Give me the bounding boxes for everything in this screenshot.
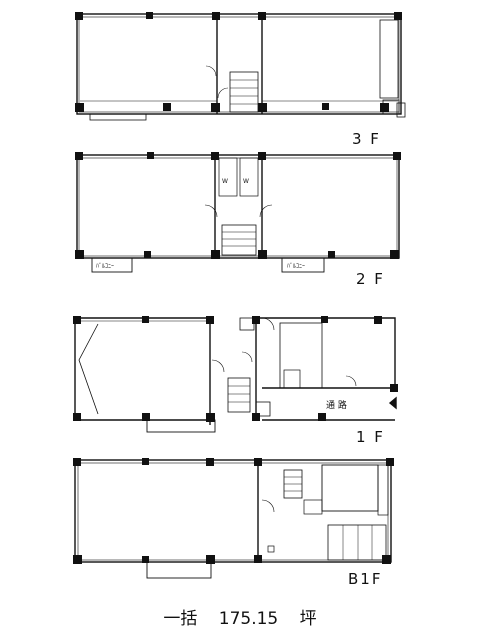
svg-text:W: W <box>243 178 249 185</box>
floor-plan-1f <box>74 317 397 433</box>
floor-label-b1f: B1F <box>348 570 383 588</box>
svg-text:W: W <box>222 178 228 185</box>
summary-prefix: 一括 <box>163 609 198 629</box>
floor-label-2f: 2 F <box>356 270 385 288</box>
summary-area: 175.15 <box>218 609 279 629</box>
balcony-label-2: ﾊﾞﾙｺﾆｰ <box>287 263 305 270</box>
floor-label-1f: 1 F <box>356 428 385 446</box>
floor-plan-3f <box>76 13 406 121</box>
summary-unit: 坪 <box>299 609 317 629</box>
floor-label-3f: 3 F <box>352 130 381 148</box>
total-area-summary: 一括 175.15 坪 <box>0 604 480 629</box>
balcony-label-1: ﾊﾞﾙｺﾆｰ <box>96 263 114 270</box>
floor-plan-b1f <box>74 459 392 579</box>
corridor-label: 通 路 <box>326 399 347 411</box>
floor-plan-2f <box>76 154 400 273</box>
